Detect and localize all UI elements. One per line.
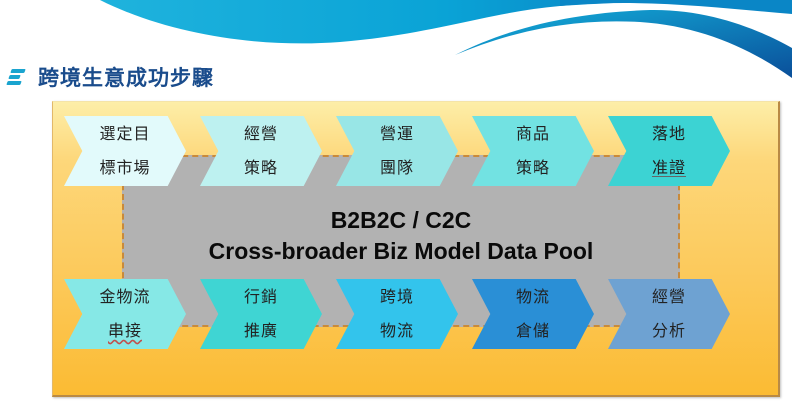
step-logistics-warehousing[interactable]: 物流 倉儲 xyxy=(472,279,594,349)
step-label-line2: 團隊 xyxy=(379,158,414,177)
header-wave-decoration xyxy=(100,0,792,79)
step-marketing-promotion[interactable]: 行銷 推廣 xyxy=(200,279,322,349)
step-label-line2: 標市場 xyxy=(99,158,151,177)
data-pool-line2: Cross-broader Biz Model Data Pool xyxy=(208,238,594,264)
step-label-line2: 策略 xyxy=(243,158,278,177)
step-label-line1: 跨境 xyxy=(379,287,414,306)
stacked-bars-logo-icon xyxy=(6,68,26,86)
step-label-line1: 物流 xyxy=(515,287,550,306)
step-select-target-market[interactable]: 選定目 標市場 xyxy=(64,116,186,186)
step-operations-team[interactable]: 營運 團隊 xyxy=(336,116,458,186)
step-label-line2: 准證 xyxy=(651,158,686,177)
step-business-strategy[interactable]: 經營 策略 xyxy=(200,116,322,186)
step-label-line2: 策略 xyxy=(515,158,550,177)
data-pool-label: B2B2C / C2C Cross-broader Biz Model Data… xyxy=(122,205,680,267)
step-label-line1: 經營 xyxy=(651,287,686,306)
step-label-line1: 選定目 xyxy=(99,124,151,143)
step-label-line2: 分析 xyxy=(651,321,686,340)
page-title: 跨境生意成功步驟 xyxy=(38,66,214,90)
step-label-line2: 串接 xyxy=(107,321,142,340)
step-label-line1: 行銷 xyxy=(243,287,278,306)
step-payment-logistics-integration[interactable]: 金物流 串接 xyxy=(64,279,186,349)
step-label-line2: 推廣 xyxy=(243,321,278,340)
step-product-strategy[interactable]: 商品 策略 xyxy=(472,116,594,186)
step-label-line1: 金物流 xyxy=(99,287,151,306)
step-label-line1: 經營 xyxy=(243,124,278,143)
step-business-analytics[interactable]: 經營 分析 xyxy=(608,279,730,349)
step-label-line1: 商品 xyxy=(515,124,550,143)
step-cross-border-logistics[interactable]: 跨境 物流 xyxy=(336,279,458,349)
data-pool-line1: B2B2C / C2C xyxy=(330,207,472,233)
page-heading: 跨境生意成功步驟 xyxy=(6,62,214,92)
step-label-line2: 倉儲 xyxy=(515,321,550,340)
step-label-line1: 落地 xyxy=(651,124,686,143)
step-label-line1: 營運 xyxy=(379,124,414,143)
step-local-permits[interactable]: 落地 准證 xyxy=(608,116,730,186)
step-label-line2: 物流 xyxy=(379,321,414,340)
